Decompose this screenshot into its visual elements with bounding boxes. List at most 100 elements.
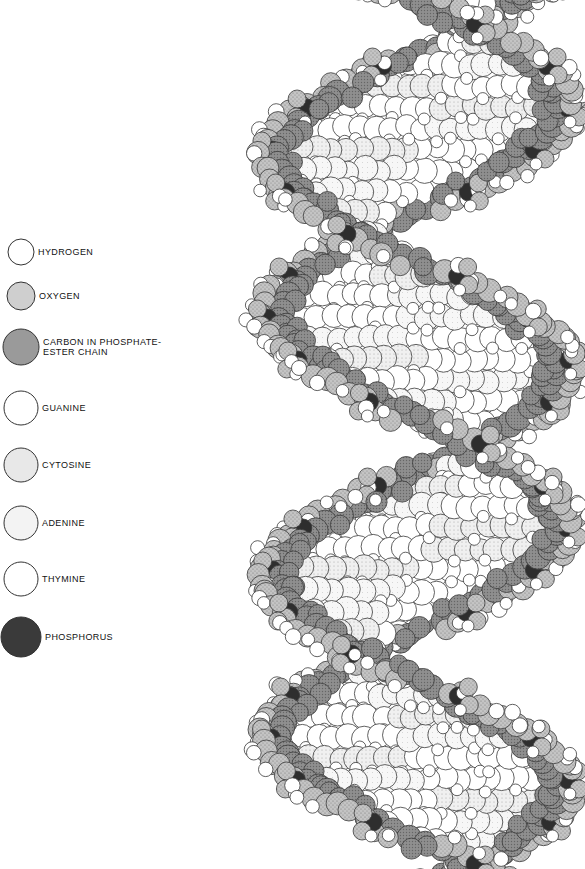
atom-sphere bbox=[477, 93, 489, 105]
atom-sphere bbox=[539, 494, 551, 506]
atom-sphere bbox=[476, 452, 488, 464]
atom-sphere bbox=[465, 807, 477, 819]
atom-sphere bbox=[403, 133, 415, 145]
atom-sphere bbox=[333, 636, 351, 654]
atom-sphere bbox=[375, 74, 387, 86]
atom-sphere bbox=[459, 258, 477, 276]
atom-sphere bbox=[563, 747, 577, 761]
legend-label: ADENINE bbox=[42, 518, 192, 528]
atom-sphere bbox=[521, 461, 535, 475]
atom-sphere bbox=[382, 829, 395, 842]
atom-sphere bbox=[525, 303, 541, 319]
atom-sphere bbox=[545, 475, 559, 489]
atom-sphere bbox=[339, 242, 351, 254]
legend-swatch bbox=[8, 239, 34, 265]
atom-sphere bbox=[432, 744, 444, 756]
atom-sphere bbox=[564, 116, 576, 128]
atom-sphere bbox=[455, 112, 467, 124]
atom-sphere bbox=[500, 175, 514, 189]
legend-swatch bbox=[4, 448, 38, 482]
atom-sphere bbox=[272, 678, 290, 696]
atom-sphere bbox=[404, 700, 416, 712]
atom-sphere bbox=[320, 496, 333, 509]
atom-sphere bbox=[292, 361, 307, 376]
atom-sphere bbox=[277, 762, 295, 780]
atom-sphere bbox=[431, 136, 443, 148]
atom-sphere bbox=[377, 250, 390, 263]
legend-swatch bbox=[4, 506, 38, 540]
atom-sphere bbox=[365, 830, 377, 842]
atom-sphere bbox=[247, 745, 262, 760]
atom-sphere bbox=[532, 720, 550, 738]
atom-sphere bbox=[500, 597, 512, 609]
atom-sphere bbox=[468, 533, 480, 545]
legend-swatch bbox=[3, 329, 39, 365]
legend-label: HYDROGEN bbox=[38, 247, 188, 257]
atom-sphere bbox=[401, 838, 422, 859]
atom-sphere bbox=[521, 170, 534, 183]
atom-sphere bbox=[460, 5, 475, 20]
atom-sphere bbox=[418, 113, 430, 125]
legend-swatch-holder bbox=[0, 386, 44, 430]
legend-item: CYTOSINE bbox=[0, 443, 230, 487]
legend-swatch-holder bbox=[0, 325, 44, 369]
legend: HYDROGEN OXYGEN CARBON IN PHOSPHATE- ESTER… bbox=[0, 0, 230, 869]
atom-sphere bbox=[433, 302, 445, 314]
atom-sphere bbox=[483, 766, 495, 778]
atom-sphere bbox=[370, 243, 393, 266]
legend-label: CARBON IN PHOSPHATE- ESTER CHAIN bbox=[43, 337, 193, 357]
atom-sphere bbox=[306, 800, 320, 814]
legend-swatch bbox=[4, 562, 38, 596]
atom-sphere bbox=[344, 662, 356, 674]
atom-sphere bbox=[288, 90, 306, 108]
atom-sphere bbox=[477, 864, 495, 869]
atom-sphere bbox=[545, 410, 557, 422]
atom-sphere bbox=[489, 703, 504, 718]
atom-sphere bbox=[482, 744, 494, 756]
atom-sphere bbox=[448, 831, 461, 844]
atom-sphere bbox=[437, 722, 449, 734]
atom-sphere bbox=[248, 300, 266, 318]
atom-sphere bbox=[444, 194, 457, 207]
atom-sphere bbox=[259, 762, 273, 776]
legend-swatch-holder bbox=[0, 443, 44, 487]
legend-swatch bbox=[4, 391, 38, 425]
atom-sphere bbox=[441, 422, 454, 435]
atom-sphere bbox=[417, 5, 438, 26]
atom-sphere bbox=[467, 594, 485, 612]
atom-sphere bbox=[446, 576, 458, 588]
atom-sphere bbox=[473, 847, 486, 860]
legend-swatch bbox=[1, 617, 41, 657]
atom-sphere bbox=[336, 385, 349, 398]
atom-sphere bbox=[530, 578, 542, 590]
atom-sphere bbox=[511, 452, 523, 464]
atom-sphere bbox=[423, 765, 435, 777]
atom-sphere bbox=[522, 429, 537, 444]
atom-sphere bbox=[395, 396, 413, 414]
atom-sphere bbox=[290, 790, 304, 804]
atom-sphere bbox=[527, 746, 539, 758]
atom-sphere bbox=[454, 704, 466, 716]
atom-sphere bbox=[477, 510, 489, 522]
atom-sphere bbox=[489, 152, 510, 173]
atom-sphere bbox=[481, 426, 499, 444]
atom-sphere bbox=[285, 629, 301, 645]
atom-sphere bbox=[395, 629, 415, 649]
legend-item: CARBON IN PHOSPHATE- ESTER CHAIN bbox=[0, 325, 230, 369]
atom-sphere bbox=[564, 788, 576, 800]
atom-sphere bbox=[310, 375, 325, 390]
legend-item: OXYGEN bbox=[0, 274, 230, 318]
atom-sphere bbox=[571, 497, 585, 513]
atom-sphere bbox=[338, 240, 353, 255]
legend-label: OXYGEN bbox=[39, 291, 189, 301]
atom-sphere bbox=[548, 0, 560, 2]
atom-sphere bbox=[270, 594, 288, 612]
atom-sphere bbox=[462, 620, 474, 632]
atom-sphere bbox=[366, 491, 387, 512]
legend-swatch-holder bbox=[0, 615, 44, 659]
atom-sphere bbox=[449, 595, 470, 616]
atom-sphere bbox=[516, 343, 528, 355]
atom-sphere bbox=[521, 10, 534, 23]
atom-sphere bbox=[335, 501, 347, 513]
